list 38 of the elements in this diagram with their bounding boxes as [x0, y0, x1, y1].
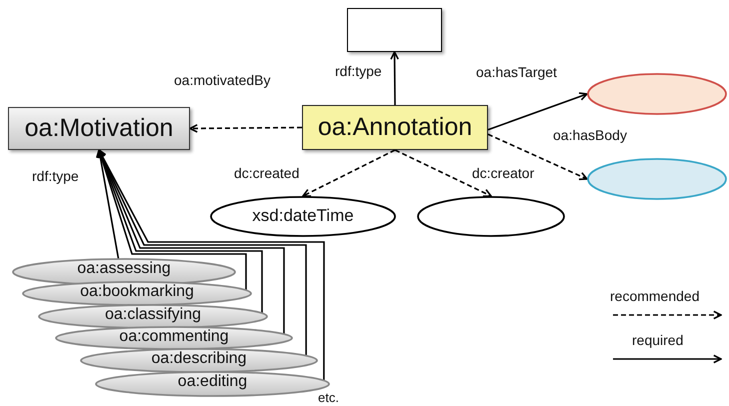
node-label: oa:describing [151, 349, 247, 368]
node-label: oa:classifying [104, 305, 202, 324]
edge-label: dc:created [232, 165, 302, 181]
arrow [98, 149, 325, 380]
arrow [394, 149, 492, 197]
ellipse-node [587, 158, 727, 200]
arrow [189, 124, 302, 133]
ellipse-node [38, 304, 268, 329]
class-box [347, 8, 442, 52]
ellipse-node [587, 73, 727, 115]
class-box [302, 105, 488, 150]
node-label: oa:editing [178, 372, 248, 391]
node-label: oa:commenting [119, 327, 229, 346]
ellipse-node [55, 326, 293, 350]
legend-label: required [632, 332, 684, 348]
class-box [8, 107, 190, 150]
edge-label: oa:motivatedBy [172, 72, 272, 88]
edge-label: rdf:type [30, 168, 81, 184]
node-label: xsd:dateTime [252, 207, 354, 226]
ellipse-node [417, 196, 565, 237]
ellipse-node [80, 348, 318, 373]
arrow [488, 92, 588, 130]
node-label: oa:bookmarking [80, 282, 194, 301]
node-label: oa:assessing [77, 259, 171, 278]
edge-label: rdf:type [333, 63, 384, 79]
arrow [302, 149, 396, 197]
node-label: oa:Motivation [24, 114, 174, 142]
edge-label: dc:creator [470, 165, 536, 181]
edge-label: oa:hasBody [551, 127, 629, 143]
arrow [96, 149, 120, 259]
ellipse-node [22, 281, 252, 306]
node-label: oa:Annotation [318, 114, 472, 142]
arrow [390, 51, 399, 105]
note: etc. [318, 390, 339, 405]
legend-label: recommended [610, 288, 700, 304]
edge-label: oa:hasTarget [474, 64, 559, 80]
ellipse-node [210, 196, 396, 237]
arrow [488, 134, 588, 180]
